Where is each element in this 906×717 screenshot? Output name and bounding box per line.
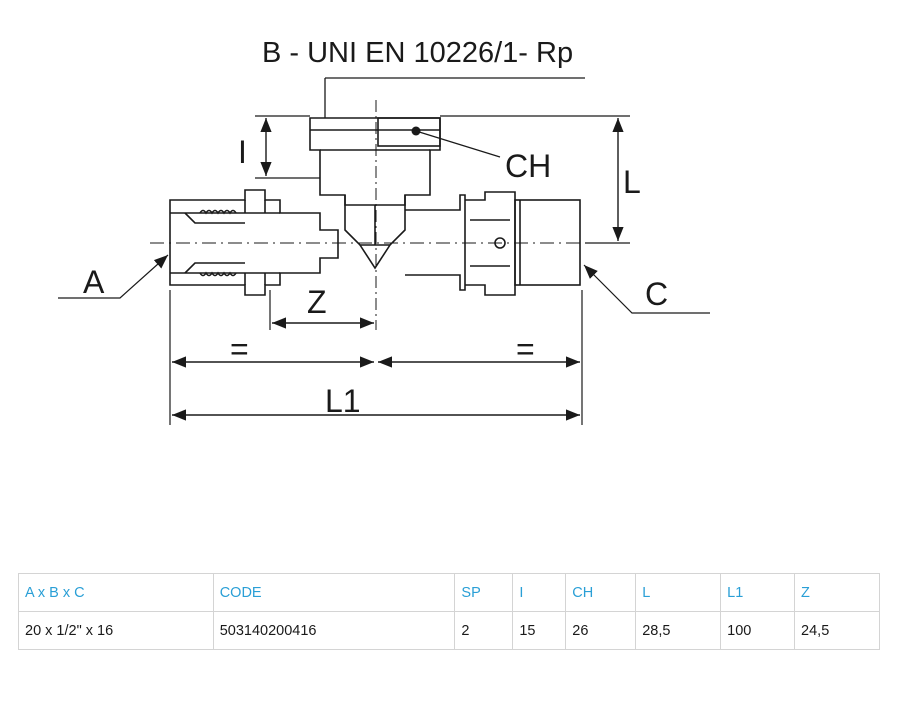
specification-table: A x B x C CODE SP I CH L L1 Z 20 x 1/2" … — [18, 573, 880, 650]
header-sp: SP — [454, 573, 514, 612]
a-leader-line — [58, 254, 169, 299]
label-l: L — [623, 164, 641, 200]
cell-ch: 26 — [565, 611, 637, 650]
cell-i: 15 — [512, 611, 567, 650]
label-equal-right: = — [516, 331, 535, 367]
label-equal-left: = — [230, 331, 249, 367]
c-leader-line — [583, 264, 710, 314]
cell-l: 28,5 — [635, 611, 722, 650]
header-z: Z — [794, 573, 880, 612]
cell-z: 24,5 — [794, 611, 880, 650]
ch-leader-line — [415, 130, 501, 158]
fitting-body — [169, 117, 581, 296]
label-i: I — [238, 134, 247, 170]
cell-sp: 2 — [454, 611, 514, 650]
label-c: C — [645, 276, 668, 312]
thread-standard-title: B - UNI EN 10226/1- Rp — [262, 37, 573, 69]
header-ch: CH — [565, 573, 637, 612]
label-ch: CH — [505, 148, 551, 184]
table-header-row: A x B x C CODE SP I CH L L1 Z — [18, 573, 880, 612]
header-axbxc: A x B x C — [18, 573, 214, 612]
table-row: 20 x 1/2" x 16 503140200416 2 15 26 28,5… — [18, 611, 880, 650]
label-a: A — [83, 264, 105, 300]
header-code: CODE — [212, 573, 456, 612]
cell-l1: 100 — [720, 611, 796, 650]
cell-axbxc: 20 x 1/2" x 16 — [18, 611, 214, 650]
cell-code: 503140200416 — [212, 611, 456, 650]
header-l: L — [635, 573, 722, 612]
label-z: Z — [307, 284, 327, 320]
header-i: I — [512, 573, 567, 612]
label-l1: L1 — [325, 383, 361, 419]
fitting-technical-drawing: B - UNI EN 10226/1- Rp — [58, 37, 710, 425]
header-l1: L1 — [720, 573, 796, 612]
